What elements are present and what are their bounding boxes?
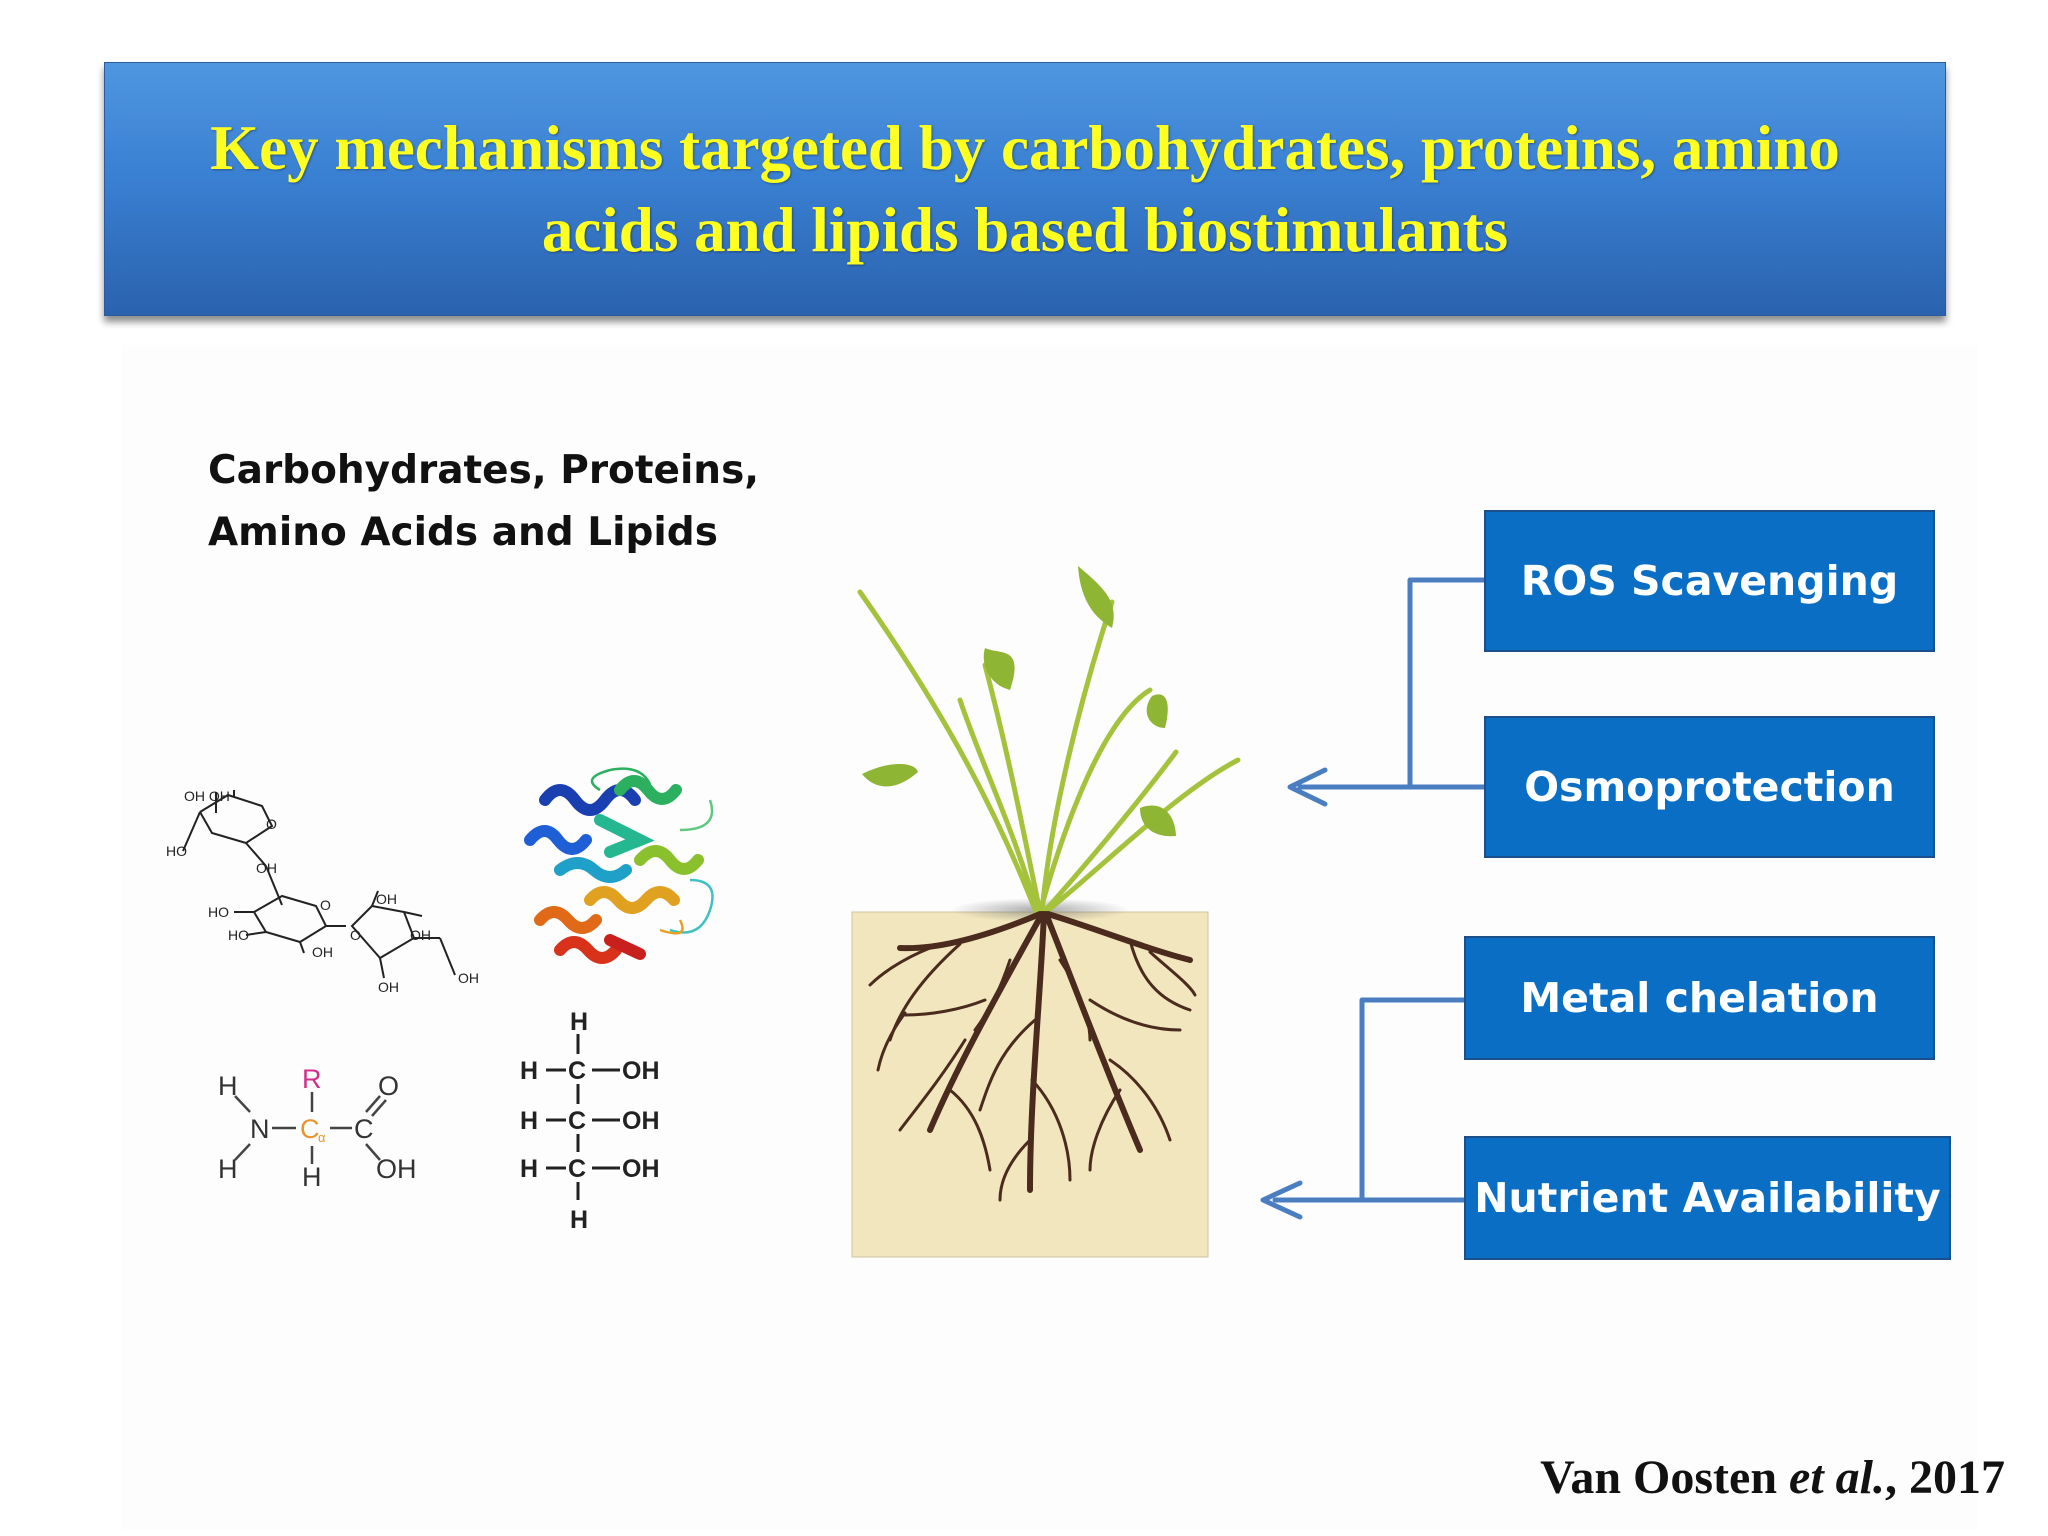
glycerol-oh-2: OH [622,1107,660,1135]
glycerol-h-1: H [520,1057,538,1085]
mechanism-label: Nutrient Availability [1474,1174,1941,1222]
aa-c-alpha: C [300,1114,320,1144]
glycerol-structure-icon [546,1034,620,1200]
sugar-label-oh-3: OH [376,891,397,907]
mechanism-label: ROS Scavenging [1520,557,1899,605]
mechanism-label: Metal chelation [1520,974,1879,1022]
glycerol-c-3: C [568,1155,586,1183]
glycerol-oh-3: OH [622,1155,660,1183]
sugar-label-oh-4: OH [410,927,431,943]
citation-year: , 2017 [1885,1451,2005,1504]
sugar-label-oh-5: OH [378,979,399,995]
citation-etal: et al. [1789,1451,1885,1504]
sugar-label-oh-6: OH [458,970,479,986]
aa-oh: OH [376,1154,417,1184]
sugar-label-o-1: O [266,816,277,832]
glycerol-h-bottom: H [570,1206,588,1234]
aa-h-1: H [218,1071,238,1101]
aa-r: R [302,1064,322,1094]
glycerol-oh-1: OH [622,1057,660,1085]
sugar-label-oh-2: OH [312,944,333,960]
glycerol-h-top: H [570,1008,588,1036]
protein-ribbon-icon [524,775,704,964]
sugar-label-ho-1: HO [166,843,187,859]
sugar-label-o-3: O [350,927,361,943]
title-line-2: acids and lipids based biostimulants [541,195,1509,265]
plant-roots [868,911,1197,1202]
title-banner: Key mechanisms targeted by carbohydrates… [104,62,1946,316]
molecules-label-line-2: Amino Acids and Lipids [208,510,718,555]
aa-h-2: H [218,1154,238,1184]
glycerol-c-1: C [568,1057,586,1085]
plant-stems [857,589,1241,915]
glycerol-h-3: H [520,1155,538,1183]
aa-o: O [378,1071,399,1101]
mechanism-nutrient-availability: Nutrient Availability [1464,1136,1951,1260]
citation: Van Oosten et al., 2017 [1500,1450,2005,1505]
mechanism-label: Osmoprotection [1524,763,1895,811]
title-line-1: Key mechanisms targeted by carbohydrates… [210,113,1840,183]
glycerol-h-2: H [520,1107,538,1135]
amino-acid-structure-icon [234,1092,387,1164]
mechanism-ros-scavenging: ROS Scavenging [1484,510,1935,652]
plant-icon [851,566,1241,1258]
plant-leaves [862,566,1176,837]
aa-alpha: α [318,1130,326,1145]
mechanism-metal-chelation: Metal chelation [1464,936,1935,1060]
sugar-label-ho-3: HO [228,927,249,943]
sugar-label-o-2: O [320,897,331,913]
glycerol-c-2: C [568,1107,586,1135]
molecules-label-line-1: Carbohydrates, Proteins, [208,448,760,493]
mechanism-osmoprotection: Osmoprotection [1484,716,1935,858]
sugar-label-ohoh: OH OH [184,788,230,804]
sugar-structure-icon [182,790,456,979]
connector-upper [1287,577,1487,807]
page-title: Key mechanisms targeted by carbohydrates… [180,107,1870,271]
connector-lower [1260,997,1467,1220]
aa-n: N [250,1114,270,1144]
aa-c: C [354,1114,374,1144]
protein-loops [590,767,714,935]
sugar-label-oh-1: OH [256,860,277,876]
aa-h-3: H [302,1162,322,1192]
citation-author: Van Oosten [1540,1451,1790,1504]
sugar-label-ho-2: HO [208,904,229,920]
